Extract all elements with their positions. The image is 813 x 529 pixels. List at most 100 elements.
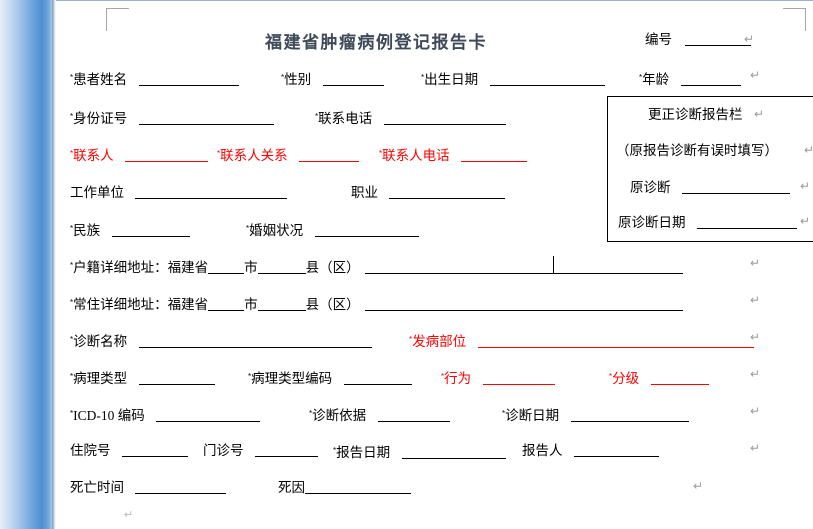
field-household-city-blank[interactable] xyxy=(208,260,245,274)
required-asterisk: * xyxy=(421,73,425,82)
field-serial-number[interactable]: 编号 xyxy=(645,32,752,48)
correction-diagnosis-box[interactable]: 更正诊断报告栏 ↵ （原报告诊断有误时填写） ↵ 原诊断 ↵ 原诊断日期 ↵ xyxy=(607,96,813,242)
paragraph-mark: ↵ xyxy=(750,367,761,381)
field-contact-person-label: 联系人 xyxy=(73,148,114,163)
field-gender[interactable]: *性别 xyxy=(281,70,384,88)
field-birth-date-label: 出生日期 xyxy=(424,72,479,87)
page-sheet[interactable]: 福建省肿瘤病例登记报告卡 编号 ↵ *患者姓名 *性别 *出生日期 *年龄 xyxy=(56,0,813,529)
field-pathology-code-blank[interactable] xyxy=(343,371,412,385)
field-age-blank[interactable] xyxy=(680,72,741,86)
field-id-number-label: 身份证号 xyxy=(73,111,128,126)
field-diagnosis-basis-blank[interactable] xyxy=(377,408,450,422)
field-gender-blank[interactable] xyxy=(322,72,384,86)
required-asterisk: * xyxy=(217,149,221,158)
field-birth-date-blank[interactable] xyxy=(489,72,605,86)
field-marital-status-blank[interactable] xyxy=(314,223,419,237)
field-reporter[interactable]: 报告人 xyxy=(522,443,659,459)
field-pathology-code[interactable]: *病理类型编码 xyxy=(248,369,412,387)
field-cause-of-death[interactable]: 死因 xyxy=(278,480,411,496)
field-contact-relation-blank[interactable] xyxy=(299,148,359,162)
field-contact-phone[interactable]: *联系电话 xyxy=(315,109,506,127)
field-work-unit[interactable]: 工作单位 xyxy=(70,185,288,201)
document-body[interactable]: 福建省肿瘤病例登记报告卡 编号 ↵ *患者姓名 *性别 *出生日期 *年龄 xyxy=(56,0,813,529)
field-occupation-blank[interactable] xyxy=(389,185,506,199)
field-diagnosis-date-blank[interactable] xyxy=(570,408,689,422)
field-marital-status[interactable]: *婚姻状况 xyxy=(246,221,419,239)
field-grade[interactable]: *分级 xyxy=(609,369,709,387)
field-age-label: 年龄 xyxy=(642,72,670,87)
field-pathology-type[interactable]: *病理类型 xyxy=(70,369,215,387)
field-original-diagnosis[interactable]: 原诊断 xyxy=(630,180,790,196)
field-grade-label: 分级 xyxy=(612,371,640,386)
field-residence-address[interactable]: *常住详细地址：福建省市县（区） xyxy=(70,295,683,313)
field-report-date-label: 报告日期 xyxy=(336,445,391,460)
field-contact-person-phone[interactable]: *联系人电话 xyxy=(379,146,527,164)
field-ethnicity[interactable]: *民族 xyxy=(70,221,190,239)
field-ethnicity-label: 民族 xyxy=(73,223,101,238)
required-asterisk: * xyxy=(639,73,643,82)
field-diagnosis-name[interactable]: *诊断名称 xyxy=(70,332,372,350)
field-original-diagnosis-blank[interactable] xyxy=(681,180,790,194)
field-contact-person-blank[interactable] xyxy=(125,148,208,162)
field-icd10-code-blank[interactable] xyxy=(156,408,261,422)
field-household-province: 福建省 xyxy=(167,260,209,275)
field-cause-of-death-blank[interactable] xyxy=(305,480,411,494)
field-original-diagnosis-date-blank[interactable] xyxy=(696,215,797,229)
field-serial-number-blank[interactable] xyxy=(685,32,752,46)
field-inpatient-number[interactable]: 住院号 xyxy=(70,443,188,459)
field-disease-site-blank[interactable] xyxy=(477,334,754,348)
field-age[interactable]: *年龄 xyxy=(639,70,741,88)
paragraph-mark: ↵ xyxy=(800,214,811,228)
field-diagnosis-date[interactable]: *诊断日期 xyxy=(502,406,689,424)
field-outpatient-number-blank[interactable] xyxy=(254,443,318,457)
field-pathology-type-blank[interactable] xyxy=(138,371,215,385)
field-reporter-blank[interactable] xyxy=(573,443,659,457)
field-icd10-code[interactable]: *ICD-10 编码 xyxy=(70,406,261,424)
field-death-time[interactable]: 死亡时间 xyxy=(70,480,227,496)
field-report-date-blank[interactable] xyxy=(401,445,506,459)
field-behavior[interactable]: *行为 xyxy=(441,369,555,387)
field-gender-label: 性别 xyxy=(284,72,312,87)
field-contact-person[interactable]: *联系人 xyxy=(70,146,208,164)
field-patient-name-blank[interactable] xyxy=(138,72,239,86)
margin-crop-mark-top-left xyxy=(106,8,129,31)
field-residence-detail-blank[interactable] xyxy=(364,297,683,311)
field-contact-person-phone-label: 联系人电话 xyxy=(382,148,450,163)
field-household-address-label: 户籍详细地址： xyxy=(73,260,168,275)
field-household-detail-blank[interactable] xyxy=(364,260,683,274)
paragraph-mark: ↵ xyxy=(750,256,761,270)
field-id-number[interactable]: *身份证号 xyxy=(70,109,274,127)
field-diagnosis-name-blank[interactable] xyxy=(138,334,372,348)
field-disease-site-label: 发病部位 xyxy=(412,334,467,349)
required-asterisk: * xyxy=(70,112,74,121)
field-behavior-blank[interactable] xyxy=(482,371,555,385)
required-asterisk: * xyxy=(70,409,74,418)
field-death-time-blank[interactable] xyxy=(135,480,227,494)
field-original-diagnosis-date-label: 原诊断日期 xyxy=(618,215,686,230)
field-report-date[interactable]: *报告日期 xyxy=(333,443,506,461)
paragraph-mark: ↵ xyxy=(750,68,761,82)
field-household-address[interactable]: *户籍详细地址：福建省市县（区） xyxy=(70,258,683,276)
field-id-number-blank[interactable] xyxy=(138,111,274,125)
workspace-gutter xyxy=(0,0,55,529)
field-work-unit-blank[interactable] xyxy=(135,185,288,199)
field-residence-city-blank[interactable] xyxy=(208,297,245,311)
field-birth-date[interactable]: *出生日期 xyxy=(421,70,605,88)
field-grade-blank[interactable] xyxy=(650,371,709,385)
field-diagnosis-basis[interactable]: *诊断依据 xyxy=(309,406,450,424)
field-ethnicity-blank[interactable] xyxy=(111,223,190,237)
field-outpatient-number[interactable]: 门诊号 xyxy=(203,443,318,459)
field-contact-relation[interactable]: *联系人关系 xyxy=(217,146,359,164)
field-inpatient-number-blank[interactable] xyxy=(121,443,188,457)
field-occupation[interactable]: 职业 xyxy=(351,185,506,201)
correction-box-note: （原报告诊断有误时填写） xyxy=(616,143,778,158)
field-original-diagnosis-date[interactable]: 原诊断日期 xyxy=(618,215,797,231)
field-contact-person-phone-blank[interactable] xyxy=(461,148,527,162)
field-patient-name[interactable]: *患者姓名 xyxy=(70,70,239,88)
field-household-county-blank[interactable] xyxy=(257,260,306,274)
field-residence-county-blank[interactable] xyxy=(257,297,306,311)
field-contact-phone-blank[interactable] xyxy=(383,111,506,125)
field-disease-site[interactable]: *发病部位 xyxy=(409,332,754,350)
field-residence-county-unit: 县（区） xyxy=(305,297,360,312)
required-asterisk: * xyxy=(246,224,250,233)
